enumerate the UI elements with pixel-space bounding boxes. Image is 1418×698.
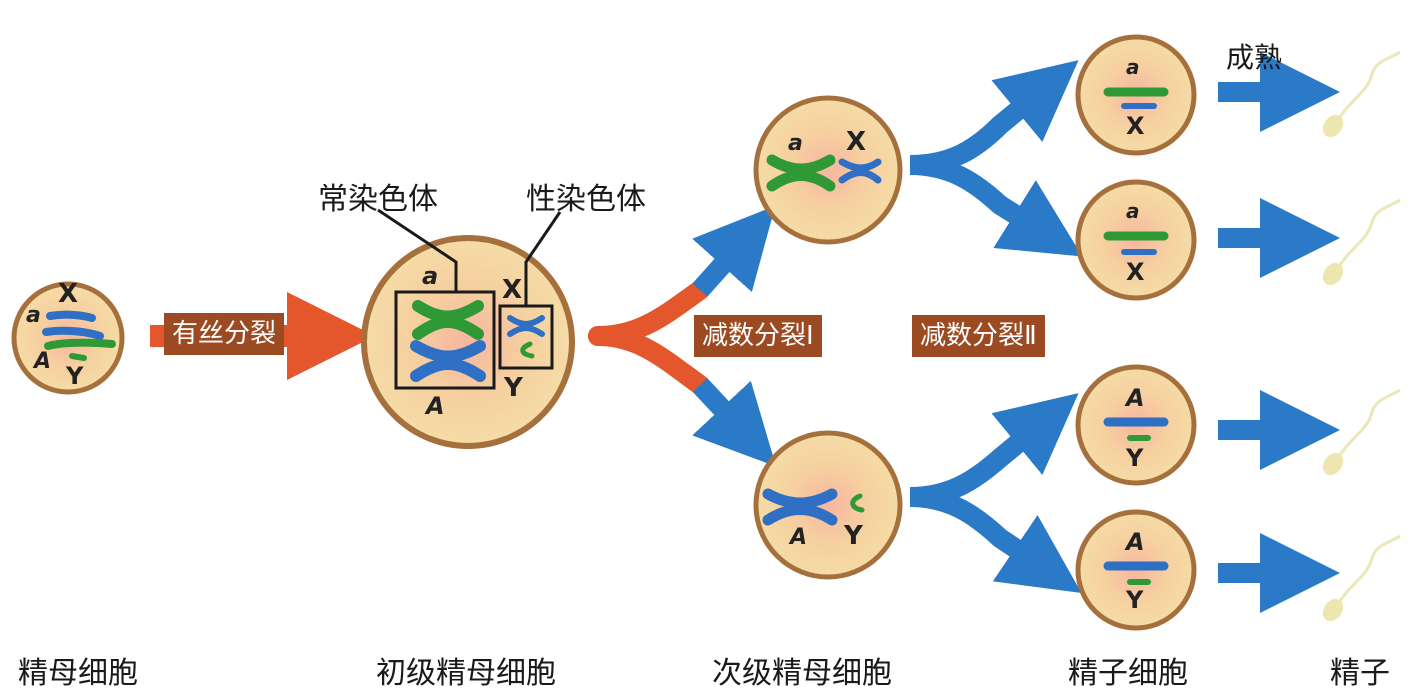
sperm-3	[1322, 388, 1401, 476]
spermatid-2: a X	[1075, 179, 1197, 301]
svg-text:Y: Y	[1125, 444, 1144, 472]
svg-text:A: A	[1124, 384, 1145, 412]
svg-text:X: X	[846, 127, 866, 157]
spermatid-4: A Y	[1075, 509, 1197, 631]
spermatid-3: A Y	[1075, 364, 1197, 486]
svg-text:Y: Y	[1125, 586, 1144, 614]
autosome-box	[394, 290, 496, 390]
meiosis1-label: 减数分裂Ⅰ	[694, 315, 822, 357]
meiosis2-label: 减数分裂Ⅱ	[912, 315, 1045, 357]
meiosis2-fork-lower	[909, 393, 1082, 593]
gene-label-x: X	[58, 279, 78, 309]
svg-text:A: A	[788, 525, 807, 550]
svg-text:A: A	[424, 392, 445, 420]
stage-label-sperm: 精子	[1330, 656, 1390, 691]
stage-label-spermatid: 精子细胞	[1068, 656, 1188, 691]
stage-label-secondary: 次级精母细胞	[712, 656, 892, 691]
svg-text:X: X	[1126, 112, 1145, 140]
sperm-4	[1322, 534, 1401, 622]
secondary-spermatocyte-lower: A Y	[753, 430, 903, 580]
svg-text:a: a	[1126, 199, 1140, 223]
sperm-2	[1322, 198, 1401, 286]
stage-label-primary: 初级精母细胞	[376, 656, 556, 691]
callout-lines	[377, 208, 562, 306]
spermatid-1: a X	[1075, 34, 1197, 156]
svg-text:a: a	[422, 262, 438, 290]
gene-label-a: a	[26, 303, 41, 328]
svg-text:a: a	[788, 131, 803, 156]
maturation-label: 成熟	[1226, 41, 1283, 74]
autosome-callout: 常染色体	[318, 182, 438, 217]
gene-label-A: A	[32, 349, 51, 374]
svg-text:X: X	[1126, 258, 1145, 286]
meiosis2-fork-upper	[909, 60, 1083, 257]
svg-text:A: A	[1124, 528, 1145, 556]
primary-spermatocyte-cell: a X A Y	[361, 235, 575, 449]
sex-chromosome-callout: 性染色体	[526, 182, 646, 217]
svg-text:Y: Y	[503, 373, 524, 403]
stage-label-spermatogonium: 精母细胞	[18, 656, 138, 691]
maturation-arrows	[1218, 52, 1340, 613]
svg-text:a: a	[1126, 55, 1140, 79]
svg-text:X: X	[502, 275, 522, 305]
secondary-spermatocyte-upper: a X	[753, 95, 903, 245]
mitosis-label: 有丝分裂	[164, 313, 285, 355]
svg-text:Y: Y	[843, 521, 864, 551]
gene-label-y: Y	[65, 362, 84, 390]
sperm-1	[1322, 50, 1401, 138]
meiosis1-fork-arrow	[588, 205, 777, 467]
spermatogonium-cell: a X A Y	[11, 279, 125, 395]
